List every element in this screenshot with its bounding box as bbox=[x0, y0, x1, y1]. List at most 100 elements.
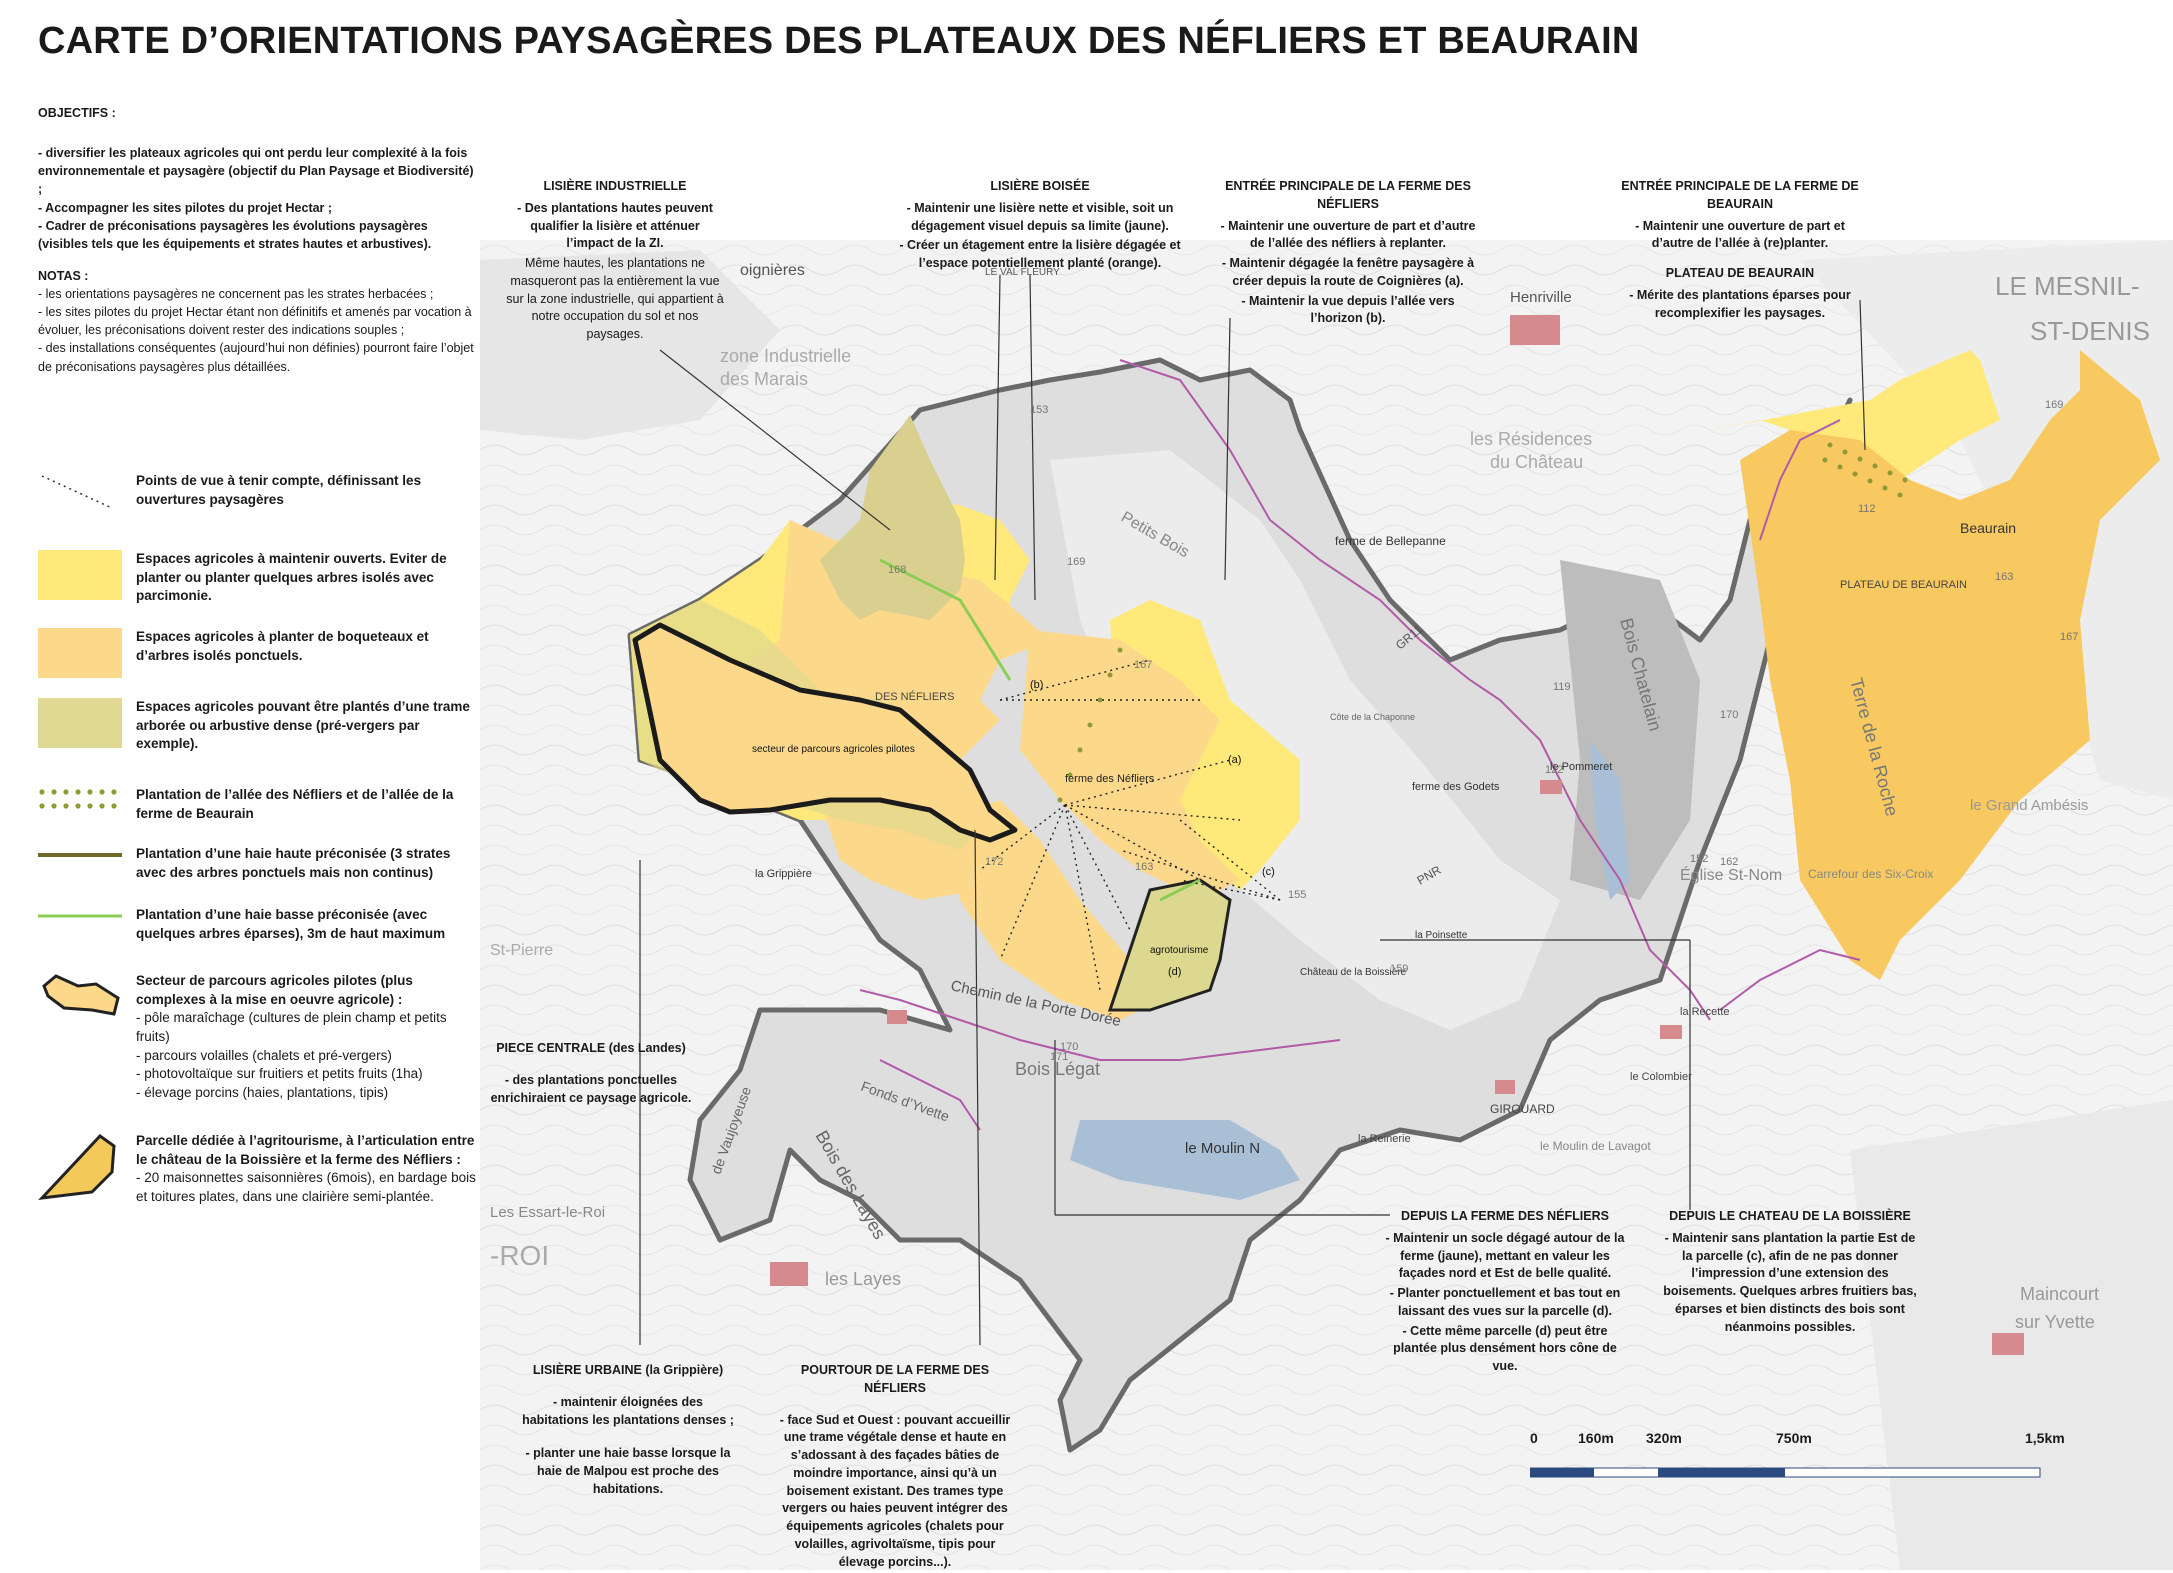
leader-lines bbox=[639, 274, 1866, 1346]
map-label: PLATEAU DE BEAURAIN bbox=[1840, 579, 1967, 591]
map-label: DES NÉFLIERS bbox=[875, 690, 954, 703]
legend-label: Plantation de l’allée des Néfliers et de… bbox=[136, 787, 454, 821]
nota-item: - les sites pilotes du projet Hectar éta… bbox=[38, 305, 472, 338]
scale-label: 320m bbox=[1646, 1430, 1682, 1446]
annotation-lisiere-boisee: LISIÈRE BOISÉE - Maintenir une lisière n… bbox=[899, 179, 1181, 270]
map-label: St-Pierre bbox=[490, 942, 553, 959]
notas-heading: NOTAS : bbox=[38, 268, 89, 283]
spot-height: 155 bbox=[1288, 889, 1306, 901]
legend-trame-arboree: Espaces agricoles pouvant être plantés d… bbox=[38, 698, 478, 758]
legend-boqueteaux: Espaces agricoles à planter de boqueteau… bbox=[38, 628, 478, 688]
objectif-item: - Cadrer de préconisations paysagères le… bbox=[38, 218, 432, 251]
nota-item: - les orientations paysagères ne concern… bbox=[38, 287, 434, 301]
map-label: Maincourt bbox=[2020, 1284, 2099, 1304]
spot-height: 169 bbox=[2045, 399, 2063, 411]
map-label: le Grand Ambésis bbox=[1970, 797, 2088, 814]
high-hedge-line-icon bbox=[38, 853, 122, 857]
spot-height: 167 bbox=[2060, 631, 2078, 643]
map-label: Carrefour des Six-Croix bbox=[1808, 867, 1933, 881]
page-title: CARTE D’ORIENTATIONS PAYSAGÈRES DES PLAT… bbox=[38, 20, 1640, 62]
scale-bar: 0 160m 320m 750m 1,5km bbox=[1530, 1430, 2065, 1490]
legend-label: Points de vue à tenir compte, définissan… bbox=[136, 473, 422, 507]
objectives-panel: OBJECTIFS : - diversifier les plateaux a… bbox=[38, 104, 478, 376]
map-label: (c) bbox=[1262, 866, 1275, 878]
purple-route-south bbox=[859, 989, 1341, 1131]
swatch-yellow bbox=[38, 550, 122, 600]
village-markers bbox=[770, 315, 2024, 1355]
legend-allee: Plantation de l’allée des Néfliers et de… bbox=[38, 786, 478, 826]
spot-height: 122 bbox=[1545, 764, 1563, 776]
spot-height: 170 bbox=[1720, 709, 1738, 721]
map-label: Les Essart-le-Roi bbox=[490, 1204, 605, 1221]
map-label: (d) bbox=[1168, 966, 1181, 978]
spot-height: 172 bbox=[985, 856, 1003, 868]
legend-agritourisme: Parcelle dédiée à l’agritourisme, à l’ar… bbox=[38, 1132, 478, 1252]
map-label: Château de la Boissière bbox=[1300, 967, 1407, 978]
legend-label: Espaces agricoles pouvant être plantés d… bbox=[136, 699, 470, 752]
map-label: Henriville bbox=[1510, 289, 1572, 306]
map-label: sur Yvette bbox=[2015, 1312, 2095, 1332]
spot-height: 163 bbox=[1135, 861, 1153, 873]
annotation-lisiere-industrielle: LISIÈRE INDUSTRIELLE - Des plantations h… bbox=[506, 179, 724, 341]
map-label: GIROUARD bbox=[1490, 1102, 1555, 1116]
spot-height: 152 bbox=[1690, 853, 1708, 865]
viewpoint-dots-icon bbox=[41, 475, 113, 509]
map-label: la Recette bbox=[1680, 1006, 1730, 1018]
legend-label: Secteur de parcours agricoles pilotes (p… bbox=[136, 973, 447, 1100]
map-label: le Colombier bbox=[1630, 1071, 1692, 1083]
legend-haie-haute: Plantation d’une haie haute préconisée (… bbox=[38, 845, 478, 885]
map-label: LE VAL FLEURY bbox=[985, 267, 1060, 278]
map-label: Côte de la Chaponne bbox=[1330, 712, 1415, 722]
spot-height: 119 bbox=[1553, 681, 1571, 693]
map-label: ferme des Godets bbox=[1412, 781, 1500, 793]
pilot-sector-outline bbox=[632, 622, 1018, 843]
spot-height: 167 bbox=[1134, 659, 1152, 671]
spot-height: 112 bbox=[1858, 503, 1876, 515]
legend-points-de-vue: Points de vue à tenir compte, définissan… bbox=[38, 472, 478, 522]
spot-height: 168 bbox=[888, 564, 906, 576]
landscape-map: oignières LE VAL FLEURY Henriville LE ME… bbox=[480, 240, 2173, 1570]
allee-dots-icon bbox=[39, 789, 117, 809]
annotation-lisiere-urbaine: LISIÈRE URBAINE (la Grippière) - mainten… bbox=[522, 1363, 734, 1496]
scale-label: 750m bbox=[1776, 1430, 1812, 1446]
annotation-entree-nefliers: ENTRÉE PRINCIPALE DE LA FERME DES NÉFLIE… bbox=[1220, 179, 1476, 326]
map-label: la Poinsette bbox=[1415, 930, 1468, 941]
spot-height: 169 bbox=[1067, 556, 1085, 568]
legend-haie-basse: Plantation d’une haie basse préconisée (… bbox=[38, 906, 478, 946]
legend-secteur-pilote: Secteur de parcours agricoles pilotes (p… bbox=[38, 972, 478, 1102]
legend-label: Plantation d’une haie haute préconisée (… bbox=[136, 846, 451, 880]
map-label: oignières bbox=[740, 262, 805, 279]
annotation-entree-beaurain: ENTRÉE PRINCIPALE DE LA FERME DE BEAURAI… bbox=[1621, 179, 1859, 320]
spot-height: 153 bbox=[1030, 404, 1048, 416]
purple-route bbox=[1119, 359, 1861, 1021]
legend-label: Espaces agricoles à planter de boqueteau… bbox=[136, 629, 429, 663]
pilot-sector-shape-icon bbox=[42, 974, 120, 1016]
swatch-olive bbox=[38, 698, 122, 748]
map-label: Bois Légat bbox=[1015, 1059, 1100, 1079]
low-hedge-line bbox=[1159, 878, 1201, 902]
legend-label: Espaces agricoles à maintenir ouverts. E… bbox=[136, 551, 447, 604]
map-label: Église St-Nom bbox=[1680, 865, 1782, 884]
allee-beaurain bbox=[1822, 442, 1908, 498]
map-label: le Pommeret bbox=[1550, 761, 1612, 773]
scale-label: 160m bbox=[1578, 1430, 1614, 1446]
spot-heights: 168 169 167 172 163 155 159 170 162 169 … bbox=[888, 399, 2078, 1063]
map-label: LE MESNIL- bbox=[1995, 271, 2140, 301]
spot-height: 163 bbox=[1995, 571, 2013, 583]
map-label: agrotourisme bbox=[1150, 945, 1209, 956]
map-label: la Grippière bbox=[755, 868, 812, 880]
map-label: les Layes bbox=[825, 1269, 901, 1289]
viewpoint-lines bbox=[979, 659, 1281, 991]
low-hedge-line bbox=[879, 558, 1012, 681]
map-label: la Reinerie bbox=[1358, 1133, 1411, 1145]
low-hedge-line-icon bbox=[38, 914, 122, 918]
map-label: du Château bbox=[1490, 452, 1583, 472]
objectif-item: - diversifier les plateaux agricoles qui… bbox=[38, 146, 474, 197]
spot-height: 170 bbox=[1060, 1041, 1078, 1053]
annotation-depuis-chateau: DEPUIS LE CHATEAU DE LA BOISSIÈRE - Main… bbox=[1663, 1209, 1917, 1334]
map-label: Beaurain bbox=[1960, 520, 2016, 536]
map-label: ferme des Néfliers bbox=[1065, 773, 1155, 785]
swatch-orange bbox=[38, 628, 122, 678]
map-label: le Moulin N bbox=[1185, 1140, 1260, 1157]
map-label: ferme de Bellepanne bbox=[1335, 534, 1446, 548]
